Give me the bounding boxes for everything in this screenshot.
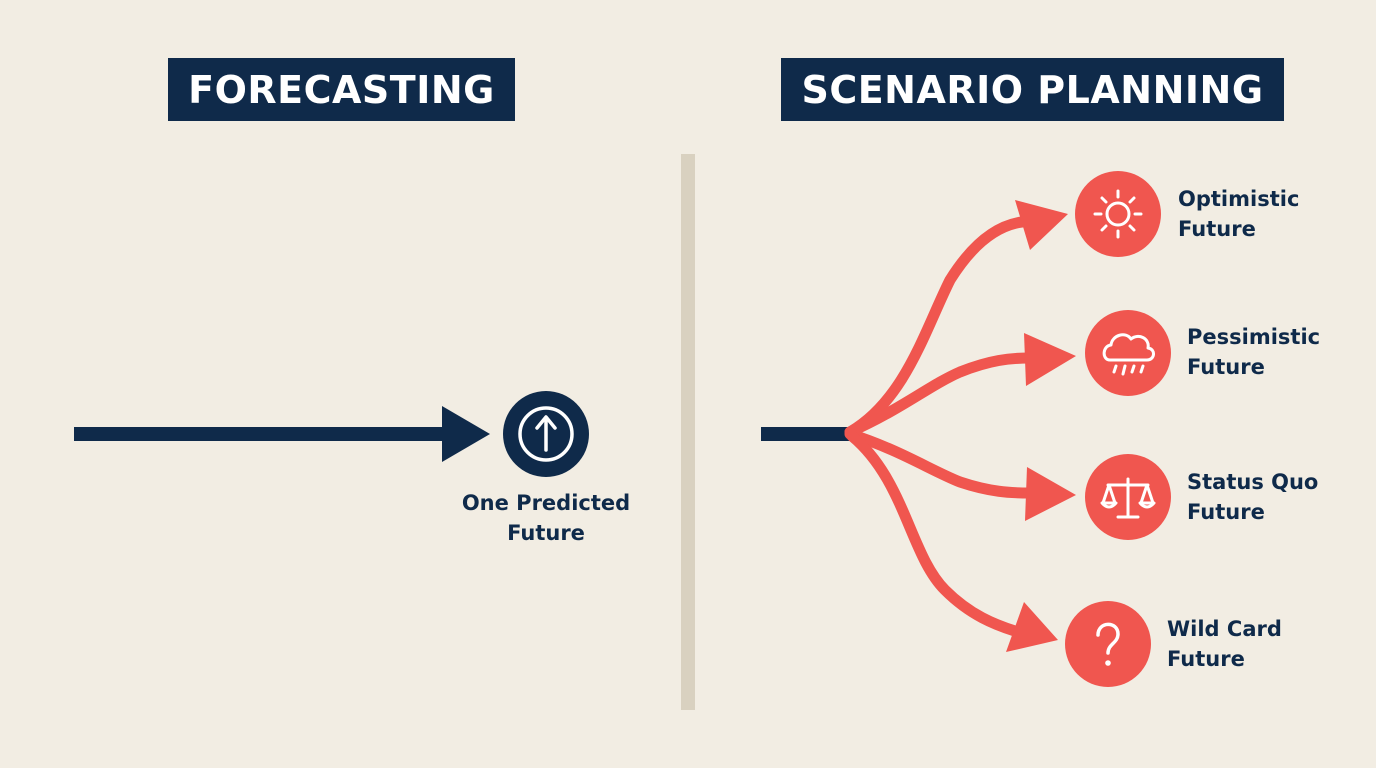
rain-cloud-icon <box>1085 310 1171 396</box>
forecast-arrow <box>74 406 490 462</box>
branch-status-quo-line <box>844 428 1036 499</box>
label-line-2: Future <box>1167 647 1245 671</box>
label-line-1: One Predicted <box>461 491 631 515</box>
label-line-2: Future <box>1187 355 1265 379</box>
branch-optimistic-line <box>844 216 1028 438</box>
scenario-planning-title: SCENARIO PLANNING <box>781 58 1284 121</box>
sun-icon <box>1075 171 1161 257</box>
label-line-1: Optimistic <box>1178 187 1300 211</box>
panel-divider <box>681 154 695 710</box>
label-line-1: Status Quo <box>1187 470 1319 494</box>
branch-wild-card-line <box>846 430 1024 638</box>
wild-card-future-label: Wild Card Future <box>1167 614 1337 674</box>
pessimistic-future-label: Pessimistic Future <box>1187 322 1357 382</box>
branch-pessimistic-arrowhead <box>1024 333 1076 386</box>
forecasting-title: FORECASTING <box>168 58 515 121</box>
branch-optimistic-arrowhead <box>1015 200 1068 250</box>
one-predicted-future-label: One Predicted Future <box>461 488 631 548</box>
balance-scale-icon <box>1085 454 1171 540</box>
optimistic-future-label: Optimistic Future <box>1178 184 1348 244</box>
label-line-1: Wild Card <box>1167 617 1282 641</box>
label-line-2: Future <box>1178 217 1256 241</box>
status-quo-future-label: Status Quo Future <box>1187 467 1357 527</box>
branch-pessimistic-line <box>844 352 1036 438</box>
up-arrow-icon <box>503 391 589 477</box>
branch-status-quo-arrowhead <box>1025 467 1076 521</box>
label-line-2: Future <box>1187 500 1265 524</box>
label-line-2: Future <box>507 521 585 545</box>
question-mark-icon <box>1065 601 1151 687</box>
label-line-1: Pessimistic <box>1187 325 1321 349</box>
branch-wild-card-arrowhead <box>1006 602 1058 652</box>
